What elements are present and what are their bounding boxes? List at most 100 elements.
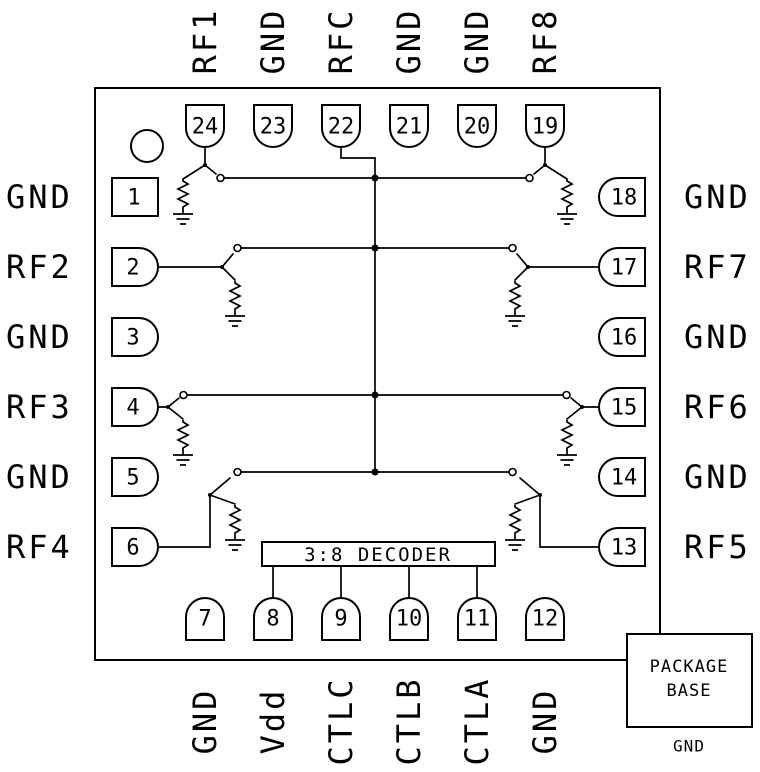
pin-label: CTLB: [390, 676, 428, 765]
pin-number: 18: [611, 186, 638, 211]
contact-circle: [562, 390, 571, 400]
chip-outline: [94, 87, 661, 661]
ground-symbol: [504, 534, 526, 551]
switch-rf4: [157, 477, 246, 551]
pin-number: 19: [532, 115, 559, 140]
pin-4: 4: [111, 387, 159, 427]
pin-number: 10: [396, 607, 423, 632]
pin-label: Vdd: [254, 688, 292, 755]
pin-number: 16: [611, 326, 638, 351]
ground-symbol: [172, 208, 194, 225]
pin-label: RF8: [526, 8, 564, 75]
pin-24: 24: [185, 104, 225, 148]
junction-dot: [371, 468, 379, 476]
pin-label: RF2: [6, 248, 73, 286]
pin-label: RF3: [6, 388, 73, 426]
ground-symbol: [172, 449, 194, 466]
pin-number: 22: [328, 115, 355, 140]
shunt-resistor: [229, 504, 241, 536]
shunt-resistor: [177, 178, 189, 210]
shunt-resistor: [229, 280, 241, 312]
pin-number: 11: [464, 607, 491, 632]
pin-label: RFC: [322, 8, 360, 75]
ground-symbol: [556, 208, 578, 225]
switch-rf5: [504, 477, 600, 551]
pin-number: 23: [260, 115, 287, 140]
pin-shape: [111, 177, 159, 217]
pin-label: CTLC: [322, 676, 360, 765]
switch-rf7: [504, 253, 600, 327]
pin-18: 18: [598, 177, 646, 217]
ground-symbol: [224, 310, 246, 327]
contact-circle: [508, 243, 517, 253]
pin-label: RF4: [6, 528, 73, 566]
pin-3: 3: [111, 317, 159, 357]
shunt-resistor: [561, 419, 573, 451]
shunt-resistor: [177, 419, 189, 451]
pin-number: 21: [396, 115, 423, 140]
pin-22: 22: [321, 104, 361, 148]
pin-number: 1: [127, 186, 140, 211]
pin-14: 14: [598, 457, 646, 497]
switch-rf2: [157, 253, 246, 327]
pin-1: 1: [111, 177, 159, 217]
pin-label: GND: [458, 8, 496, 75]
pin-number: 17: [611, 256, 638, 281]
contact-circle: [233, 243, 242, 253]
pin-11: 11: [457, 597, 497, 641]
pin-label: GND: [684, 458, 751, 496]
pin-label: GND: [684, 318, 751, 356]
pin-16: 16: [598, 317, 646, 357]
pin-label: GND: [526, 688, 564, 755]
package-base-label-line1: PACKAGE: [650, 657, 729, 677]
contact-circle: [525, 173, 534, 183]
pin-number: 5: [126, 466, 139, 491]
pin-label: CTLA: [458, 676, 496, 765]
package-base: PACKAGE BASE GND: [626, 633, 753, 756]
switch-wire: [514, 477, 600, 548]
switch-wire: [157, 477, 236, 548]
pivot-dot: [203, 163, 207, 167]
pin-number: 8: [266, 607, 279, 632]
pin-label: GND: [6, 318, 73, 356]
pin-number: 2: [126, 256, 139, 281]
pin-number: 3: [126, 326, 139, 351]
pin-number: 20: [464, 115, 491, 140]
pin-9: 9: [321, 597, 361, 641]
pin-number: 9: [334, 607, 347, 632]
pin-number: 15: [611, 396, 638, 421]
pivot-dot: [220, 265, 224, 269]
switch-wire: [533, 146, 568, 180]
pin-17: 17: [598, 247, 646, 287]
decoder-stem-wire: [272, 565, 478, 598]
shunt-resistor: [509, 504, 521, 536]
pin-15: 15: [598, 387, 646, 427]
contact-circle: [179, 390, 188, 400]
pin-12: 12: [525, 597, 565, 641]
pivot-dot: [580, 405, 584, 409]
switch-rf3: [157, 397, 194, 466]
pin-6: 6: [111, 527, 159, 567]
pin-23: 23: [253, 104, 293, 148]
junction-dot: [371, 174, 379, 182]
pivot-dot: [208, 493, 212, 497]
pin-number: 4: [126, 396, 139, 421]
pin-label: RF5: [684, 528, 751, 566]
pin-number: 24: [192, 115, 219, 140]
pin-20: 20: [457, 104, 497, 148]
pin-8: 8: [253, 597, 293, 641]
pivot-dot: [543, 163, 547, 167]
package-base-gnd-label: GND: [673, 737, 705, 756]
shunt-resistor: [509, 280, 521, 312]
ground-symbol: [504, 310, 526, 327]
decoder-label: 3:8 DECODER: [304, 544, 452, 566]
pin-21: 21: [389, 104, 429, 148]
pin-19: 19: [525, 104, 565, 148]
shunt-resistor: [561, 178, 573, 210]
pin-label: GND: [254, 8, 292, 75]
switch-rf8: [533, 146, 578, 225]
decoder-box: [261, 541, 496, 567]
junction-dot: [371, 244, 379, 252]
pin-number: 14: [611, 466, 638, 491]
